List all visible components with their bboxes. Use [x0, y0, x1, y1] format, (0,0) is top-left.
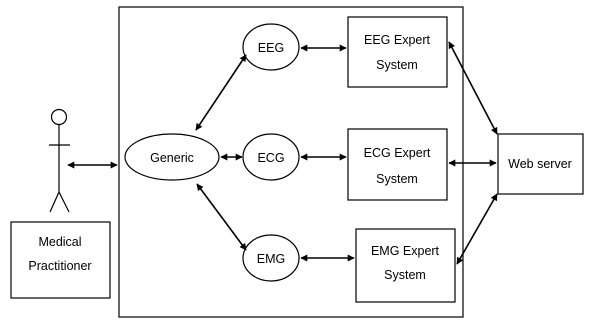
emg-expert-system-box [355, 228, 456, 303]
eeg-expert-system-label-line2: System [376, 58, 418, 72]
ecg-node [242, 133, 300, 181]
generic-label: Generic [150, 151, 194, 165]
emg-expert-system-label-line2: System [384, 268, 426, 282]
ecg-expert-system-label-line1: ECG Expert [364, 146, 431, 160]
eeg-node [242, 23, 300, 71]
ecg-label: ECG [257, 151, 284, 165]
webserver-box [497, 133, 584, 195]
arrow-generic-eeg [195, 54, 247, 131]
ecg-expert-system-label-line2: System [376, 172, 418, 186]
medical-practitioner-label-line2: Practitioner [28, 259, 91, 273]
arrow-eegsys-webserver [448, 41, 498, 135]
medical-practitioner-box [10, 221, 111, 299]
emg-label: EMG [257, 252, 285, 266]
medical-practitioner-label-line1: Medical [38, 235, 81, 249]
webserver-label: Web server [508, 157, 572, 171]
ecg-expert-system-box [347, 128, 448, 201]
emg-node [242, 234, 300, 282]
arrow-emgsys-webserver [456, 193, 498, 265]
medical-practitioner-actor-icon [49, 108, 70, 213]
generic-node [124, 133, 220, 181]
eeg-expert-system-box [347, 16, 448, 88]
eeg-label: EEG [258, 41, 284, 55]
arrow-generic-emg [196, 183, 247, 251]
emg-expert-system-label-line1: EMG Expert [371, 244, 440, 258]
eeg-expert-system-label-line1: EEG Expert [364, 33, 431, 47]
